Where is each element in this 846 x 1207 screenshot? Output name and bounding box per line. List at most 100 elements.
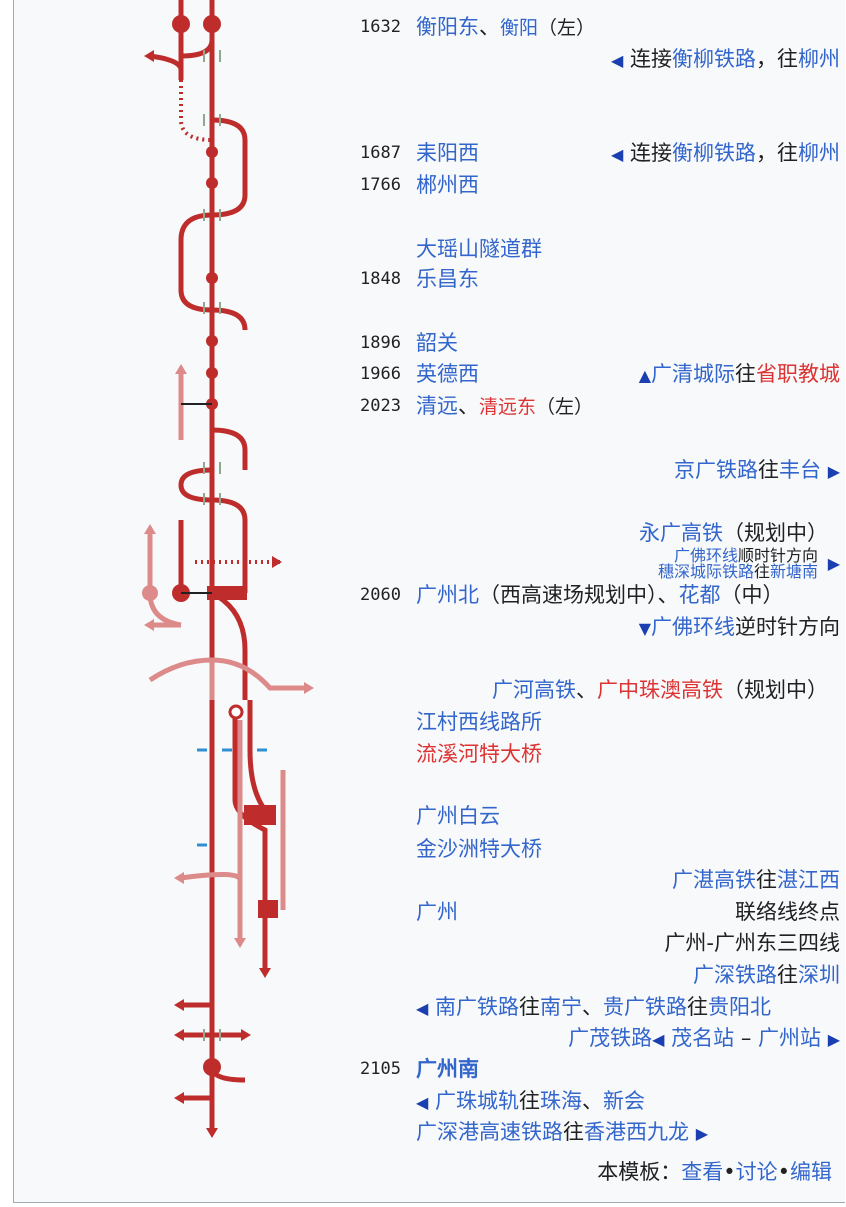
station-dot [206, 272, 218, 284]
left-arrow-icon: ◀ [611, 145, 624, 164]
connection-row: 京广铁路往丰台 ▶ [360, 455, 840, 485]
connection-row: ▼广佛环线逆时针方向 [360, 612, 840, 642]
station-dot [142, 585, 158, 601]
talk-link[interactable]: 讨论 [735, 1160, 778, 1184]
track-curve [210, 590, 248, 700]
city-link[interactable]: 柳州 [798, 141, 840, 165]
station-note: （中） [720, 583, 784, 607]
bridge-row: 流溪河特大桥 [360, 739, 840, 769]
railway-link[interactable]: 衡柳铁路 [672, 141, 756, 165]
railway-link[interactable]: 广佛环线 [673, 546, 738, 565]
station-link[interactable]: 广州站 [758, 1026, 821, 1050]
km-marker: 2105 [360, 1059, 401, 1079]
arrow-up-icon [175, 364, 187, 374]
city-link[interactable]: 省职教城 [756, 362, 840, 386]
railway-link[interactable]: 衡柳铁路 [672, 47, 756, 71]
down-arrow-icon: ▼ [638, 619, 651, 638]
railway-link[interactable]: 广佛环线 [651, 615, 735, 639]
station-link[interactable]: 英德西 [416, 362, 479, 386]
arrow-left-icon [144, 50, 154, 62]
junction-link[interactable]: 江村西线路所 [416, 710, 542, 734]
railway-link[interactable]: 广深铁路 [693, 963, 777, 987]
arrow-right-icon [272, 556, 282, 568]
bridge-link[interactable]: 流溪河特大桥 [416, 742, 542, 766]
station-note: （左） [536, 396, 594, 418]
tunnel-link[interactable]: 大瑶山隧道群 [416, 237, 542, 261]
railway-link[interactable]: 广湛高铁 [672, 868, 756, 892]
note-text: – [734, 1026, 758, 1050]
arrow-left-icon [174, 872, 184, 884]
separator: 、 [458, 394, 479, 418]
connection-row: 广湛高铁往湛江西 [360, 865, 840, 895]
km-marker: 1687 [360, 143, 401, 163]
railway-link[interactable]: 广珠城轨 [435, 1089, 519, 1113]
railway-link[interactable]: 永广高铁 [639, 521, 723, 545]
km-marker: 1848 [360, 269, 401, 289]
railway-link[interactable]: 京广铁路 [674, 458, 758, 482]
edit-link[interactable]: 编辑 [790, 1160, 832, 1184]
railway-link[interactable]: 广中珠澳高铁 [597, 678, 723, 702]
km-marker: 1966 [360, 364, 401, 384]
city-link[interactable]: 深圳 [798, 963, 840, 987]
station-note: （西高速场规划中） [479, 583, 658, 607]
station-link[interactable]: 广州白云 [416, 804, 500, 828]
station-row: 1966 英德西 ▲广清城际往省职教城 [360, 359, 840, 389]
view-link[interactable]: 查看 [681, 1160, 724, 1184]
bridge-icon [203, 302, 221, 314]
city-link[interactable]: 香港西九龙 [584, 1120, 689, 1144]
connection-row: 广河高铁、广中珠澳高铁（规划中） [360, 675, 840, 705]
station-link[interactable]: 衡阳东 [416, 15, 479, 39]
station-link[interactable]: 花都 [678, 583, 721, 607]
city-link[interactable]: 贵阳北 [708, 995, 771, 1019]
station-link[interactable]: 衡阳 [500, 17, 539, 39]
railway-link[interactable]: 广河高铁 [492, 678, 576, 702]
note-text: 往 [519, 1089, 540, 1113]
track-curve [211, 307, 248, 331]
city-link[interactable]: 柳州 [798, 47, 840, 71]
tunnel-row: 大瑶山隧道群 [360, 234, 840, 264]
railway-link[interactable]: 广茂铁路 [568, 1026, 653, 1050]
city-link[interactable]: 珠海 [540, 1089, 582, 1113]
station-link[interactable]: 广州 [416, 900, 458, 924]
station-link[interactable]: 茂名站 [671, 1026, 735, 1050]
tunnel-dotted-track [179, 80, 213, 142]
track-curve [247, 700, 268, 812]
railway-link[interactable]: 贵广铁路 [603, 995, 687, 1019]
arrow-down-icon [234, 938, 246, 948]
station-link[interactable]: 韶关 [416, 331, 458, 355]
city-link[interactable]: 丰台 [779, 458, 821, 482]
left-arrow-icon: ◀ [416, 1093, 429, 1112]
station-link[interactable]: 郴州西 [416, 173, 479, 197]
railway-link[interactable]: 广深港高速铁路 [416, 1120, 563, 1144]
faded-track [148, 657, 310, 691]
station-row: 1848 乐昌东 [360, 264, 840, 294]
separator: 、 [657, 583, 679, 607]
note-text: 往 [735, 362, 756, 386]
station-link[interactable]: 清远东 [479, 396, 537, 418]
bridge-link[interactable]: 金沙洲特大桥 [416, 837, 542, 861]
station-dot [206, 367, 218, 379]
junction-row: 江村西线路所 [360, 707, 840, 737]
city-link[interactable]: 新塘南 [769, 562, 818, 581]
railway-link[interactable]: 广清城际 [651, 362, 735, 386]
station-link[interactable]: 耒阳西 [416, 141, 479, 165]
arrow-down-icon [259, 968, 271, 978]
city-link[interactable]: 新会 [603, 1089, 645, 1113]
railway-link[interactable]: 穗深城际铁路 [657, 562, 754, 581]
station-link[interactable]: 广州南 [416, 1057, 479, 1081]
station-link[interactable]: 广州北 [416, 583, 479, 607]
bridge-icon [203, 209, 221, 221]
connection-row: 广佛环线顺时针方向 [360, 547, 840, 564]
note-text: 连接 [630, 141, 672, 165]
footer-label: 本模板： [597, 1160, 682, 1184]
railway-link[interactable]: 南广铁路 [435, 995, 519, 1019]
city-link[interactable]: 湛江西 [777, 868, 840, 892]
city-link[interactable]: 南宁 [540, 995, 582, 1019]
station-dot [203, 15, 221, 33]
left-arrow-icon: ◀ [652, 1030, 665, 1049]
note-text: 往 [687, 995, 708, 1019]
station-link[interactable]: 清远 [416, 394, 458, 418]
right-arrow-icon: ▶ [695, 1124, 708, 1143]
station-link[interactable]: 乐昌东 [416, 267, 479, 291]
